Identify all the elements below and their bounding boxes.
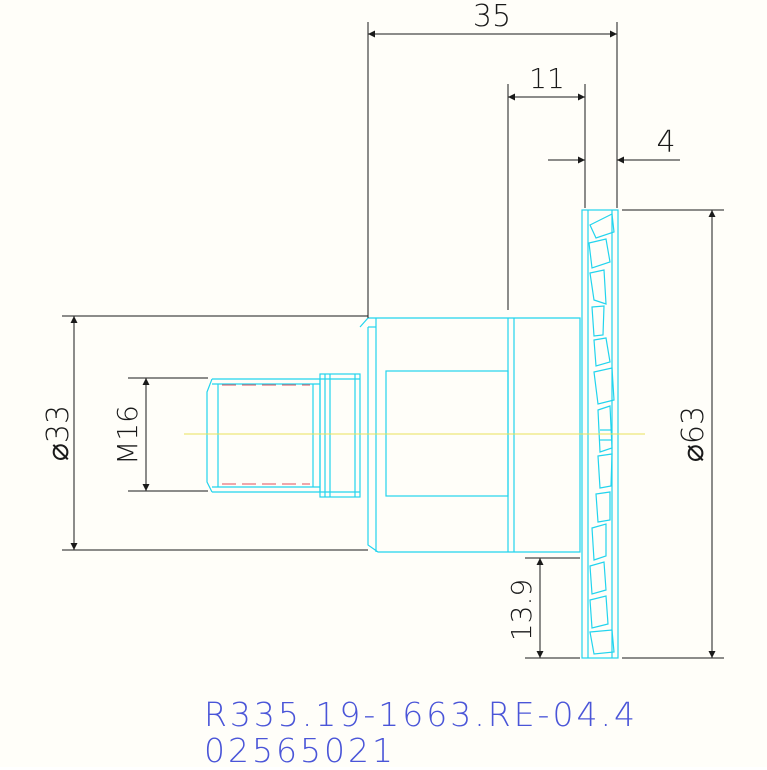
dim-shank-diameter: ⌀33: [41, 405, 76, 461]
dim-flange-thickness: 4: [656, 125, 675, 160]
dimension-lines: [62, 22, 724, 659]
hidden-thread-lines: [222, 384, 310, 485]
threaded-shank: [206, 378, 321, 493]
dim-insert-height: 13.9: [505, 579, 538, 641]
cutter-body: [359, 317, 581, 553]
dim-cutter-diameter: ⌀63: [676, 406, 711, 462]
dim-overall-length: 35: [473, 0, 511, 34]
collar: [319, 373, 361, 498]
dim-thread: M16: [111, 405, 144, 465]
order-number-label: 02565021: [204, 731, 396, 770]
part-code-label: R335.19-1663.RE-04.4: [204, 695, 638, 734]
dim-flange-offset: 11: [529, 62, 565, 95]
